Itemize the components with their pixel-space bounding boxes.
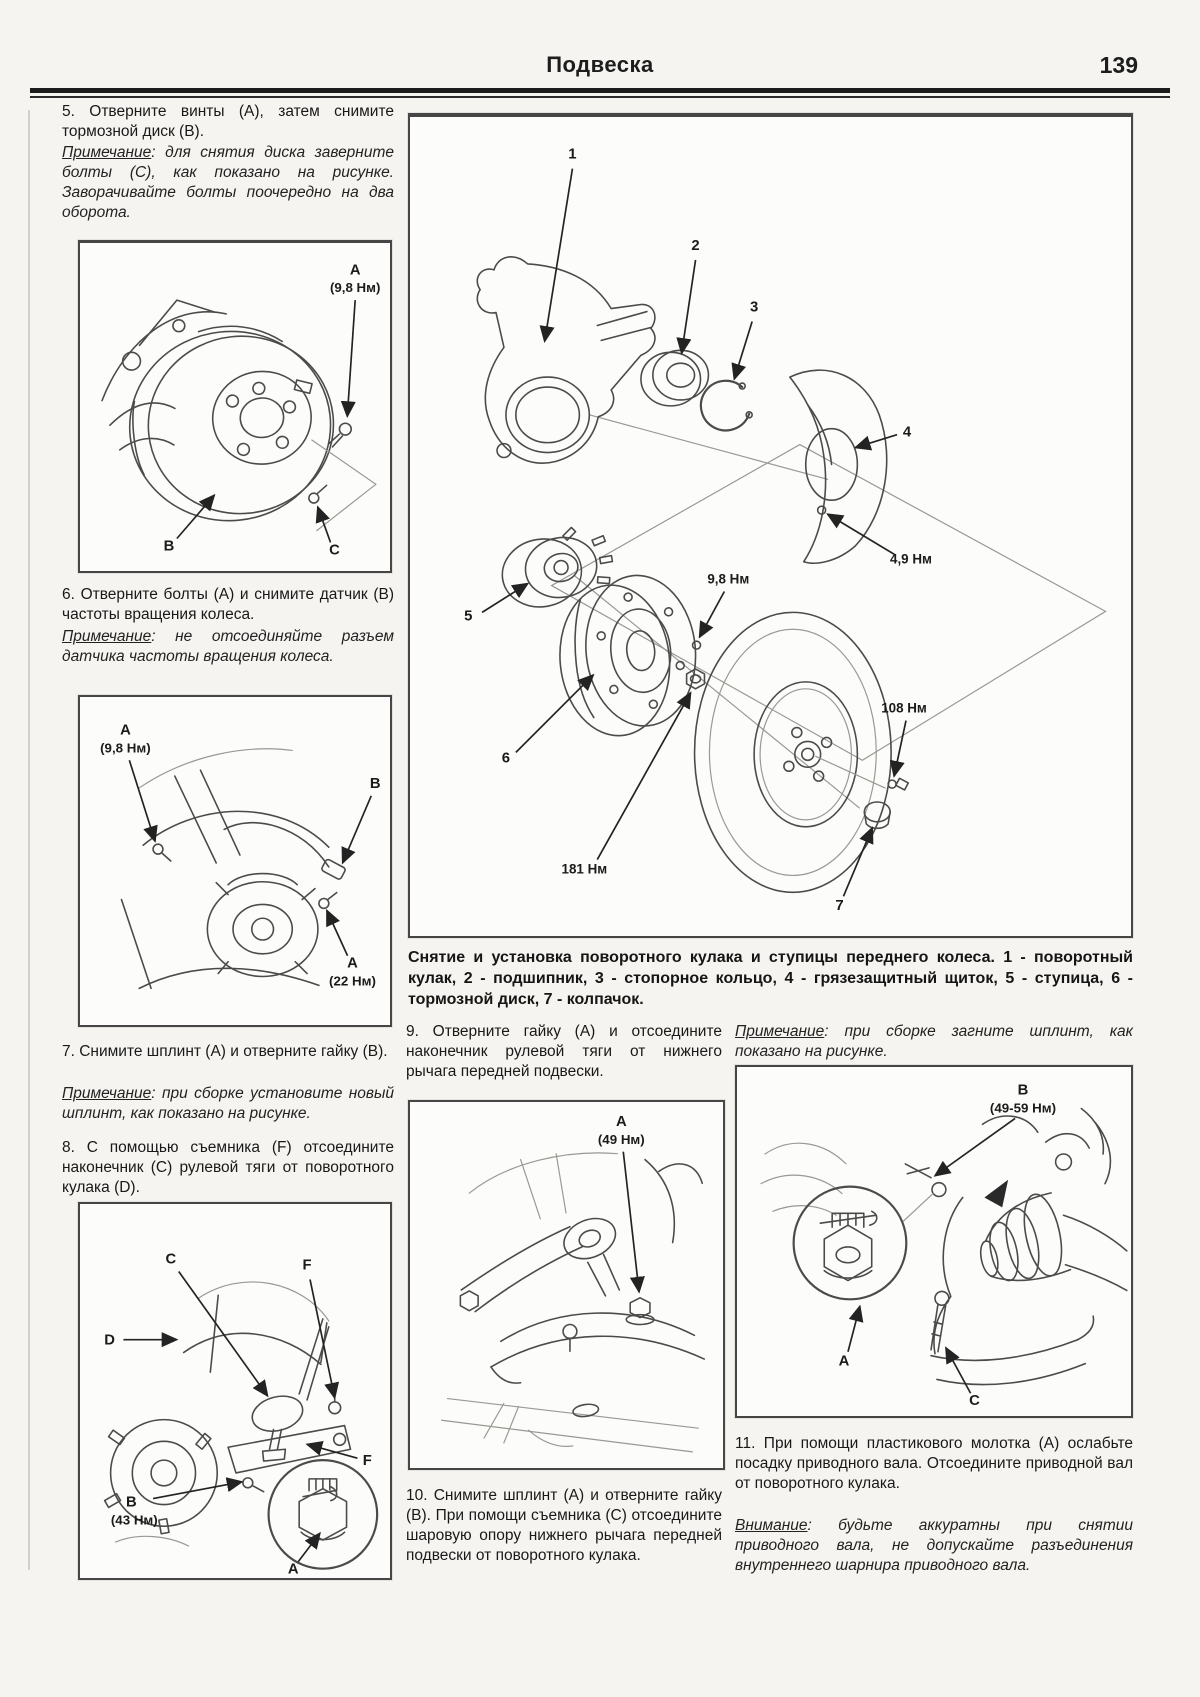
label-c: C	[165, 1252, 176, 1268]
torque-a: (49 Нм)	[598, 1132, 645, 1147]
label-c: C	[969, 1393, 980, 1409]
figure-brake-disc: A (9,8 Нм) B C	[78, 240, 392, 573]
drive-shaft-illustration: B (49-59 Нм) A C	[760, 1083, 1128, 1409]
figure-drive-shaft: B (49-59 Нм) A C	[735, 1065, 1133, 1418]
step-7-note: Примечание: при сборке установите новый …	[62, 1084, 394, 1124]
step-7-text: 7. Снимите шплинт (А) и отверните гайку …	[62, 1043, 388, 1060]
torque-b: (49-59 Нм)	[990, 1100, 1056, 1115]
torque-a2: (22 Нм)	[329, 973, 376, 988]
note-text: : для снятия диска заверните болты (С), …	[62, 144, 394, 222]
caution-text: : будьте аккуратны при снятии приводного…	[735, 1517, 1133, 1575]
torque-181: 181 Нм	[562, 861, 608, 876]
part-label-5: 5	[464, 608, 472, 624]
step-5-text: 5. Отверните винты (А), затем снимите то…	[62, 103, 394, 141]
step-11-caution: Внимание: будьте аккуратны при снятии пр…	[735, 1516, 1133, 1576]
part-label-2: 2	[691, 238, 699, 254]
label-d: D	[104, 1333, 115, 1349]
label-a: A	[839, 1354, 850, 1370]
step-6-note: Примечание: не отсоединяйте разъем датчи…	[62, 627, 394, 667]
exploded-figure-caption: Снятие и установка поворотного кулака и …	[408, 949, 1133, 1008]
torque-108: 108 Нм	[881, 701, 927, 716]
torque-b: (43 Нм)	[111, 1512, 158, 1527]
label-f: F	[303, 1258, 312, 1274]
tie-rod-illustration: C F D F B (43 Нм) A	[103, 1252, 379, 1578]
label-b: B	[164, 538, 175, 554]
step-5-note: Примечание: для снятия диска заверните б…	[62, 143, 394, 224]
label-b: B	[370, 776, 381, 792]
figure-speed-sensor: A (9,8 Нм) B A (22 Нм)	[78, 695, 392, 1027]
part-label-4: 4	[903, 425, 912, 441]
label-f2: F	[363, 1453, 372, 1469]
step-9-note: Примечание: при сборке загните шплинт, к…	[735, 1022, 1133, 1062]
part-label-7: 7	[835, 898, 843, 914]
figure-tie-rod-nut: A (49 Нм)	[408, 1100, 725, 1470]
step-6-text: 6. Отверните болты (А) и снимите датчик …	[62, 586, 394, 624]
note-label: Примечание	[62, 144, 152, 161]
figure-exploded-knuckle-hub: 1 2 3 4 4,9 Нм	[408, 113, 1133, 938]
scan-edge-artifact	[28, 110, 30, 1570]
page-title: Подвеска	[546, 52, 654, 77]
brake-disc-illustration: A (9,8 Нм) B C	[101, 263, 380, 558]
figure-tie-rod: C F D F B (43 Нм) A	[78, 1202, 392, 1580]
label-a: A	[120, 723, 131, 739]
speed-sensor-illustration: A (9,8 Нм) B A (22 Нм)	[100, 723, 381, 990]
label-c: C	[329, 542, 340, 558]
header-rule-thin	[30, 96, 1170, 98]
label-a: A	[288, 1562, 299, 1578]
part-label-1: 1	[568, 147, 576, 163]
label-a: A	[350, 263, 361, 279]
step-8-text: 8. С помощью съемника (F) отсоедините на…	[62, 1139, 394, 1197]
torque-9-8: 9,8 Нм	[707, 572, 749, 587]
note-text: : не отсоединяйте разъем датчика частоты…	[62, 628, 394, 666]
step-11-text: 11. При помощи пластикового молотка (А) …	[735, 1435, 1133, 1493]
page-number: 139	[1099, 52, 1138, 78]
label-b: B	[1018, 1083, 1029, 1099]
part-label-3: 3	[750, 300, 758, 316]
part-label-6: 6	[502, 750, 510, 766]
torque-4-9: 4,9 Нм	[890, 552, 932, 567]
note-label: Примечание	[735, 1023, 825, 1040]
note-text: : при сборке загните шплинт, как показан…	[735, 1023, 1133, 1061]
note-label: Примечание	[62, 628, 152, 645]
note-text: : при сборке установите новый шплинт, ка…	[62, 1085, 394, 1123]
tie-rod-nut-illustration: A (49 Нм)	[441, 1114, 706, 1453]
torque-a: (9,8 Нм)	[330, 280, 380, 295]
step-10-text: 10. Снимите шплинт (А) и отверните гайку…	[406, 1487, 722, 1565]
caution-label: Внимание	[735, 1517, 808, 1534]
exploded-view-illustration: 1 2 3 4 4,9 Нм	[464, 147, 1107, 914]
header-rule-thick	[30, 88, 1170, 93]
step-9-text: 9. Отверните гайку (А) и отсоедините нак…	[406, 1023, 722, 1081]
label-a: A	[616, 1114, 627, 1130]
label-a2: A	[347, 956, 358, 972]
note-label: Примечание	[62, 1085, 152, 1102]
label-b: B	[126, 1495, 137, 1511]
torque-a: (9,8 Нм)	[100, 740, 151, 755]
